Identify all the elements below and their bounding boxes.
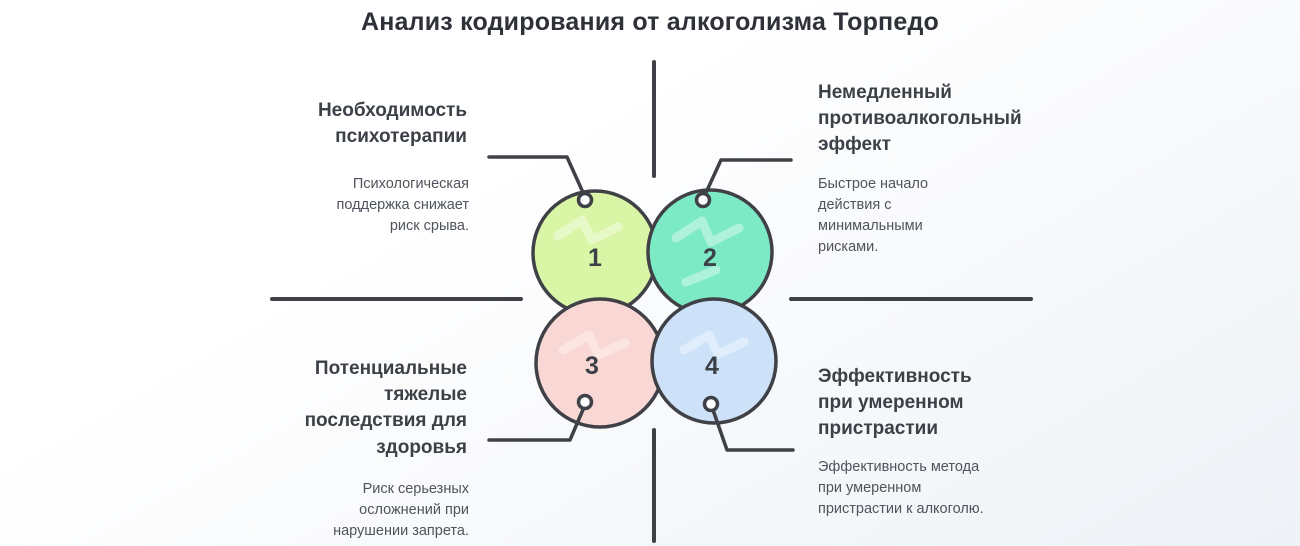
- diagram-title: Анализ кодирования от алкоголизма Торпед…: [361, 8, 939, 36]
- quadrant-3-heading: Потенциальные тяжелые последствия для зд…: [304, 358, 467, 458]
- circle-2-number: 2: [703, 244, 717, 272]
- circle-1-number: 1: [588, 244, 602, 272]
- quadrant-1-heading: Необходимость психотерапии: [317, 100, 467, 148]
- quadrant-2-description: Быстрое начало действия с минимальными р…: [818, 176, 929, 256]
- connector-line-2: [702, 158, 793, 199]
- connector-dot-4: [702, 395, 720, 413]
- quadrant-1-description: Психологическая поддержка снижает риск с…: [336, 176, 469, 235]
- connector-dot-2: [694, 191, 712, 209]
- quadrant-3-description: Риск серьезных осложнений при нарушении …: [333, 481, 469, 540]
- texture-stroke-4: [679, 330, 749, 359]
- quadrant-2-heading: Немедленный противоалкогольный эффект: [818, 82, 1022, 156]
- quadrant-4-description: Эффективность метода при умеренном прист…: [818, 459, 984, 518]
- connector-line-4: [710, 405, 795, 452]
- venn-circle-4: [650, 297, 778, 425]
- connector-line-1: [487, 155, 587, 199]
- connector-line-3: [487, 403, 587, 442]
- venn-circle-3: [534, 297, 666, 429]
- connector-dot-1: [576, 191, 594, 209]
- texture-stroke-3: [558, 330, 630, 360]
- quadrant-4-heading: Эффективность при умеренном пристрастии: [818, 366, 972, 440]
- circle-3-number: 3: [585, 352, 599, 380]
- circle-4-number: 4: [705, 352, 719, 380]
- connector-dot-3: [576, 393, 594, 411]
- texture-stroke-2: [671, 216, 744, 287]
- texture-stroke-1: [553, 215, 623, 245]
